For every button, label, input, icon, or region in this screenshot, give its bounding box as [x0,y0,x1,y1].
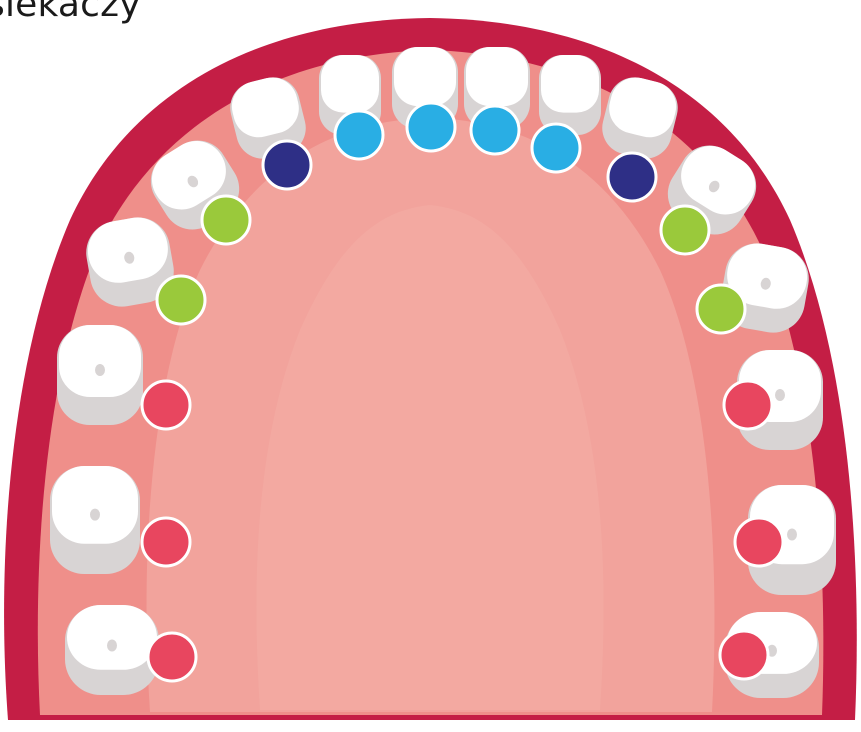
marker-molars [735,518,783,566]
tooth-incisor [539,55,601,135]
marker-molars [142,518,190,566]
marker-canines [608,153,656,201]
marker-premolars [661,206,709,254]
marker-central-incisors [532,124,580,172]
tooth-molar [50,466,140,574]
marker-molars [724,381,772,429]
marker-canines [263,141,311,189]
marker-premolars [157,276,205,324]
marker-central-incisors [407,103,455,151]
marker-central-incisors [471,106,519,154]
marker-molars [148,633,196,681]
tooth-molar [57,325,143,425]
marker-premolars [697,285,745,333]
tooth-molar [65,605,159,695]
marker-molars [720,631,768,679]
marker-premolars [202,196,250,244]
marker-central-incisors [335,111,383,159]
marker-molars [142,381,190,429]
